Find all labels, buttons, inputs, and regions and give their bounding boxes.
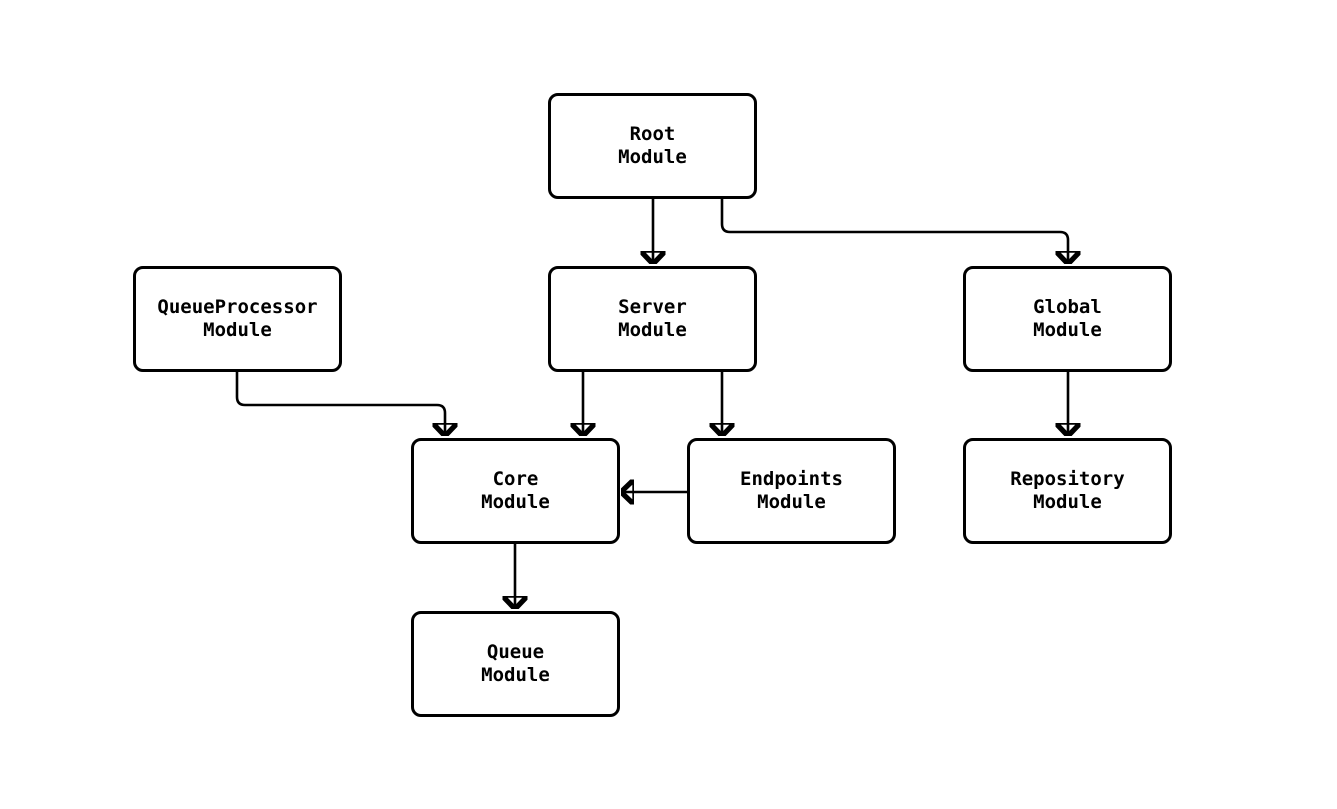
node-label-line1: Repository — [1010, 468, 1125, 490]
node-label-line2: Module — [1033, 491, 1102, 513]
node-label-line2: Module — [1033, 319, 1102, 341]
node-queueprocessor-module: QueueProcessor Module — [133, 266, 342, 372]
node-repository-module: Repository Module — [963, 438, 1172, 544]
node-label-line2: Module — [481, 491, 550, 513]
node-label-line1: Root — [629, 123, 676, 145]
node-label-line2: Module — [203, 319, 272, 341]
node-label-line1: Endpoints — [740, 468, 843, 490]
node-label-line1: QueueProcessor — [157, 296, 318, 318]
node-core-module: Core Module — [411, 438, 620, 544]
node-endpoints-module: Endpoints Module — [687, 438, 896, 544]
node-label-line1: Core — [492, 468, 539, 490]
node-global-module: Global Module — [963, 266, 1172, 372]
node-label-line2: Module — [481, 664, 550, 686]
node-label-line1: Server — [618, 296, 687, 318]
node-server-module: Server Module — [548, 266, 757, 372]
node-queue-module: Queue Module — [411, 611, 620, 717]
node-label-line2: Module — [618, 319, 687, 341]
node-label-line2: Module — [757, 491, 826, 513]
node-root-module: Root Module — [548, 93, 757, 199]
node-label-line1: Global — [1033, 296, 1102, 318]
node-label-line1: Queue — [486, 641, 545, 663]
node-label-line2: Module — [618, 146, 687, 168]
edge-queueprocessor-to-core — [235, 371, 445, 436]
edge-root-to-global — [720, 198, 1068, 264]
